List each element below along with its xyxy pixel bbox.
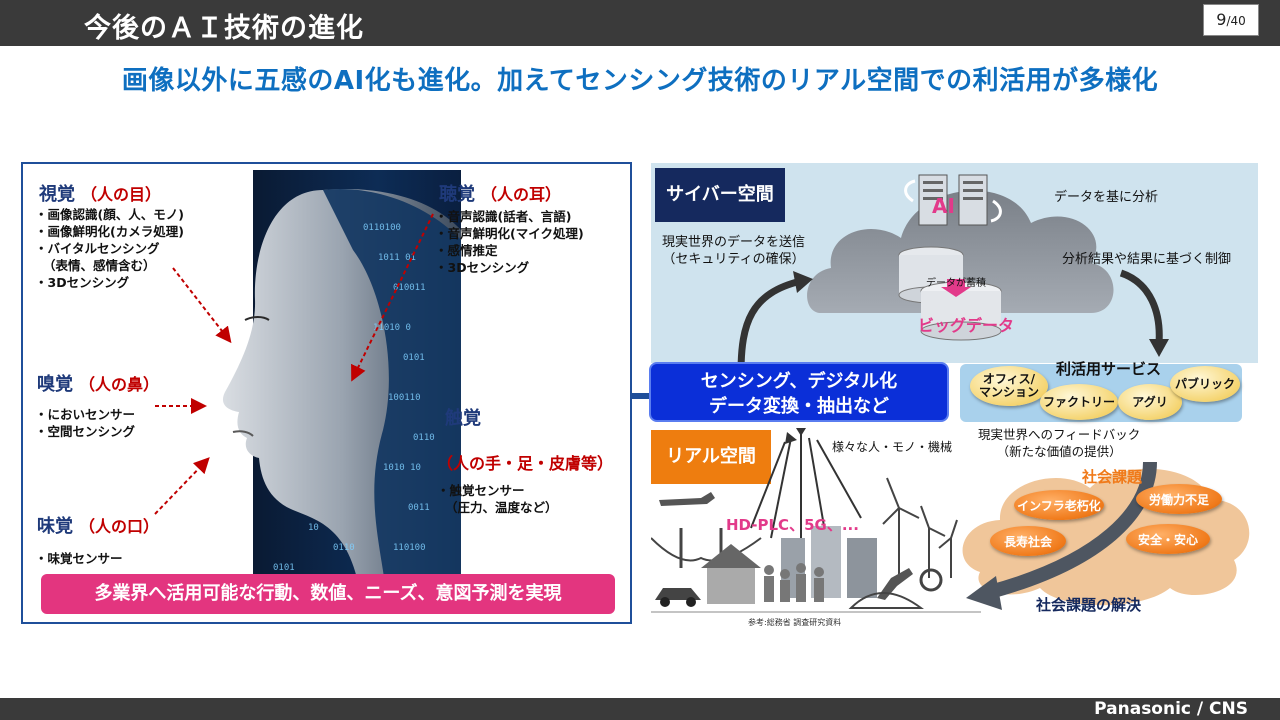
svg-text:0110: 0110 xyxy=(333,543,355,553)
service-factory: ファクトリー xyxy=(1040,384,1118,420)
list-item: ・音声鮮明化(マイク処理) xyxy=(435,226,584,241)
feedback-text: 現実世界へのフィードバック （新たな価値の提供） xyxy=(978,426,1140,460)
send-data-line-1: 現実世界のデータを送信 xyxy=(662,235,806,250)
ai-label: AI xyxy=(932,194,955,218)
svg-text:1010 10: 1010 10 xyxy=(383,463,421,473)
list-item: （表情、感情含む） xyxy=(43,258,156,273)
sense-touch-organ-wrap: （人の手・足・皮膚等） xyxy=(437,450,613,474)
sense-sight-title: 視覚 xyxy=(39,184,75,205)
send-data-text: 現実世界のデータを送信 （セキュリティの確保） xyxy=(662,234,805,268)
control-text: 分析結果や結果に基づく制御 xyxy=(1062,252,1232,267)
social-title: 社会課題 xyxy=(1082,468,1143,486)
sense-touch-title: 触覚 xyxy=(445,408,481,429)
service-public: パブリック xyxy=(1170,366,1240,402)
page-number: 9/40 xyxy=(1203,4,1259,36)
hdplc-label: HD-PLC、5G、... xyxy=(726,516,859,534)
list-item: ・画像認識(顔、人、モノ) xyxy=(35,207,184,222)
hearing-arrow xyxy=(351,213,434,382)
page-total: /40 xyxy=(1226,14,1246,28)
social-aging: 長寿社会 xyxy=(990,526,1066,556)
sense-arrows xyxy=(154,213,434,515)
taste-arrow xyxy=(154,457,210,515)
send-data-line-2: （セキュリティの確保） xyxy=(662,252,805,267)
cloud-illustration xyxy=(737,174,1169,363)
real-space-label: リアル空間 xyxy=(651,430,771,484)
service-office: オフィス/マンション xyxy=(970,366,1048,406)
list-item: ・味覚センサー xyxy=(35,551,123,566)
header-bar: 今後のＡＩ技術の進化 9/40 xyxy=(0,0,1280,46)
footer-company: Panasonic / CNS xyxy=(1094,699,1248,719)
various-text: 様々な人・モノ・機械 xyxy=(832,440,953,454)
list-item: ・感情推定 xyxy=(435,243,498,258)
five-senses-banner: 多業界へ活用可能な行動、数値、ニーズ、意図予測を実現 xyxy=(41,574,615,614)
svg-text:010011: 010011 xyxy=(393,283,426,293)
sense-hearing: 聴覚 （人の耳） xyxy=(439,180,561,206)
svg-text:110100: 110100 xyxy=(393,543,426,553)
footer-bar: Panasonic / CNS xyxy=(0,698,1280,720)
sensing-box: センシング、デジタル化 データ変換・抽出など xyxy=(649,362,949,422)
sense-taste-list: ・味覚センサー xyxy=(35,550,123,567)
sense-taste-organ: （人の口） xyxy=(79,517,160,536)
sense-touch-organ: （人の手・足・皮膚等） xyxy=(437,454,614,473)
sense-taste: 味覚 （人の口） xyxy=(37,512,159,538)
slide-title: 今後のＡＩ技術の進化 xyxy=(84,13,364,44)
svg-text:11010 0: 11010 0 xyxy=(373,323,411,333)
svg-text:0101: 0101 xyxy=(403,353,425,363)
social-safety: 安全・安心 xyxy=(1126,524,1210,554)
sense-sight-list: ・画像認識(顔、人、モノ) ・画像鮮明化(カメラ処理) ・バイタルセンシング （… xyxy=(35,206,184,291)
sense-smell-title: 嗅覚 xyxy=(37,374,73,395)
data-stored-label: データが蓄積 xyxy=(926,278,986,289)
sense-hearing-organ: （人の耳） xyxy=(481,185,562,204)
svg-text:1011 01: 1011 01 xyxy=(378,253,416,263)
sense-hearing-title: 聴覚 xyxy=(439,184,475,205)
svg-text:0011: 0011 xyxy=(408,503,430,513)
sense-hearing-list: ・音声認識(話者、言語) ・音声鮮明化(マイク処理) ・感情推定 ・3Dセンシン… xyxy=(435,208,584,276)
list-item: ・画像鮮明化(カメラ処理) xyxy=(35,224,184,239)
sense-sight: 視覚 （人の目） xyxy=(39,180,161,206)
list-item: ・3Dセンシング xyxy=(435,260,530,275)
reference-text: 参考:総務省 調査研究資料 xyxy=(748,618,842,627)
feedback-line-1: 現実世界へのフィードバック xyxy=(978,427,1141,442)
list-item: ・触覚センサー xyxy=(437,483,525,498)
sense-touch-list: ・触覚センサー （圧力、温度など） xyxy=(437,482,558,516)
svg-text:0101: 0101 xyxy=(273,563,295,573)
list-item: ・音声認識(話者、言語) xyxy=(435,209,572,224)
sensing-line-2: データ変換・抽出など xyxy=(709,396,889,417)
solve-text: 社会課題の解決 xyxy=(1036,596,1142,614)
list-item: ・バイタルセンシング xyxy=(35,241,160,256)
list-item: （圧力、温度など） xyxy=(445,500,558,515)
sensing-line-1: センシング、デジタル化 xyxy=(700,371,898,392)
list-item: ・3Dセンシング xyxy=(35,275,130,290)
list-item: ・においセンサー xyxy=(35,407,136,422)
svg-text:100110: 100110 xyxy=(388,393,421,403)
sense-sight-organ: （人の目） xyxy=(81,185,162,204)
svg-text:0110: 0110 xyxy=(413,433,435,443)
svg-text:10: 10 xyxy=(308,523,319,533)
svg-text:0110100: 0110100 xyxy=(363,223,401,233)
social-labor: 労働力不足 xyxy=(1136,484,1222,514)
sense-smell-list: ・においセンサー ・空間センシング xyxy=(35,406,135,440)
big-data-label: ビッグデータ xyxy=(918,316,1015,335)
slide-subtitle: 画像以外に五感のAI化も進化。加えてセンシング技術のリアル空間での利活用が多様化 xyxy=(121,66,1159,96)
sight-arrow xyxy=(172,267,232,344)
connector-bar xyxy=(632,393,652,399)
analyze-text: データを基に分析 xyxy=(1054,190,1159,205)
page-current: 9 xyxy=(1216,10,1227,29)
sense-smell: 嗅覚 （人の鼻） xyxy=(37,370,159,396)
cyber-space-label: サイバー空間 xyxy=(655,168,785,222)
sense-taste-title: 味覚 xyxy=(37,516,73,537)
list-item: ・空間センシング xyxy=(35,424,136,439)
social-infra: インフラ老朽化 xyxy=(1014,490,1104,520)
city-illustration xyxy=(651,428,981,613)
sense-smell-organ: （人の鼻） xyxy=(79,375,160,394)
services-title: 利活用サービス xyxy=(1056,360,1162,378)
feedback-line-2: （新たな価値の提供） xyxy=(996,444,1122,459)
